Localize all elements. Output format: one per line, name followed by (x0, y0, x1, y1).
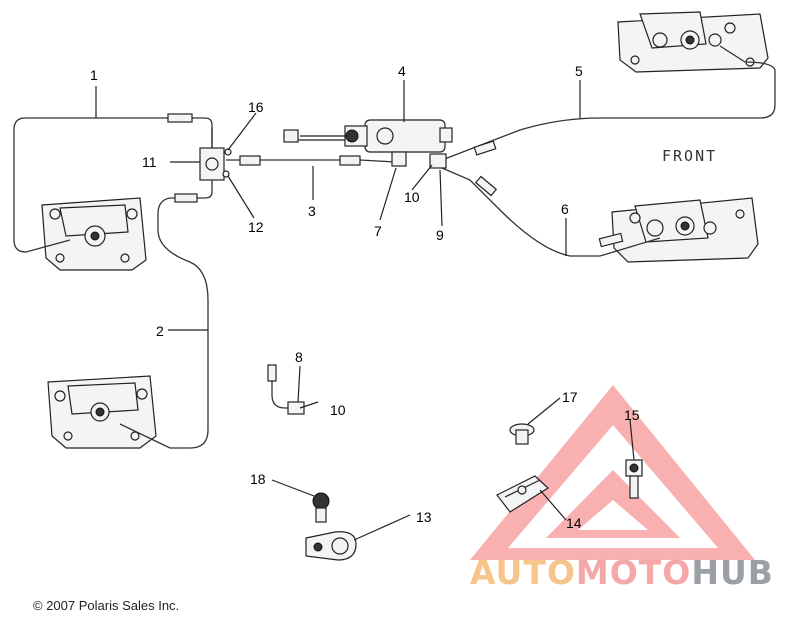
bracket-14 (496, 475, 549, 513)
brake-switch (267, 364, 319, 415)
front-left-caliper (611, 197, 759, 263)
copyright-notice: © 2007 Polaris Sales Inc. (33, 598, 180, 613)
leader-lines (95, 80, 635, 541)
callout-14: 14 (566, 515, 582, 531)
callout-4: 4 (398, 63, 406, 79)
watermark-hub: HUB (691, 553, 774, 592)
callout-18: 18 (250, 471, 266, 487)
master-cylinder (283, 119, 453, 169)
fitting-15 (625, 459, 643, 499)
brake-line-6 (441, 167, 661, 257)
watermark-logo-text: AUTOMOTOHUB (470, 553, 774, 592)
callout-7: 7 (374, 223, 382, 239)
brake-line-2 (119, 180, 213, 449)
callout-15: 15 (624, 407, 640, 423)
brake-line-1 (13, 117, 213, 253)
tee-fitting (199, 147, 232, 181)
clamp-13 (305, 531, 357, 561)
bolt-18 (312, 492, 330, 523)
brake-line-5 (441, 45, 776, 161)
callout-9: 9 (436, 227, 444, 243)
watermark-moto: MOTO (575, 553, 692, 592)
callout-5: 5 (575, 63, 583, 79)
watermark-triangle (470, 385, 755, 560)
callout-6: 6 (561, 201, 569, 217)
callout-1: 1 (90, 67, 98, 83)
callout-2: 2 (156, 323, 164, 339)
rear-lower-caliper (47, 375, 157, 449)
callout-10-upper: 10 (404, 189, 420, 205)
callout-3: 3 (308, 203, 316, 219)
screw-17 (509, 423, 535, 445)
callout-12: 12 (248, 219, 264, 235)
callout-8: 8 (295, 349, 303, 365)
callout-13: 13 (416, 509, 432, 525)
watermark-auto: AUTO (470, 553, 576, 592)
callout-10-lower: 10 (330, 402, 346, 418)
callout-11: 11 (142, 154, 157, 170)
front-label: FRONT (662, 147, 717, 165)
rear-upper-caliper (41, 197, 147, 271)
callout-16: 16 (248, 99, 264, 115)
callout-17: 17 (562, 389, 578, 405)
front-right-caliper (617, 11, 769, 73)
